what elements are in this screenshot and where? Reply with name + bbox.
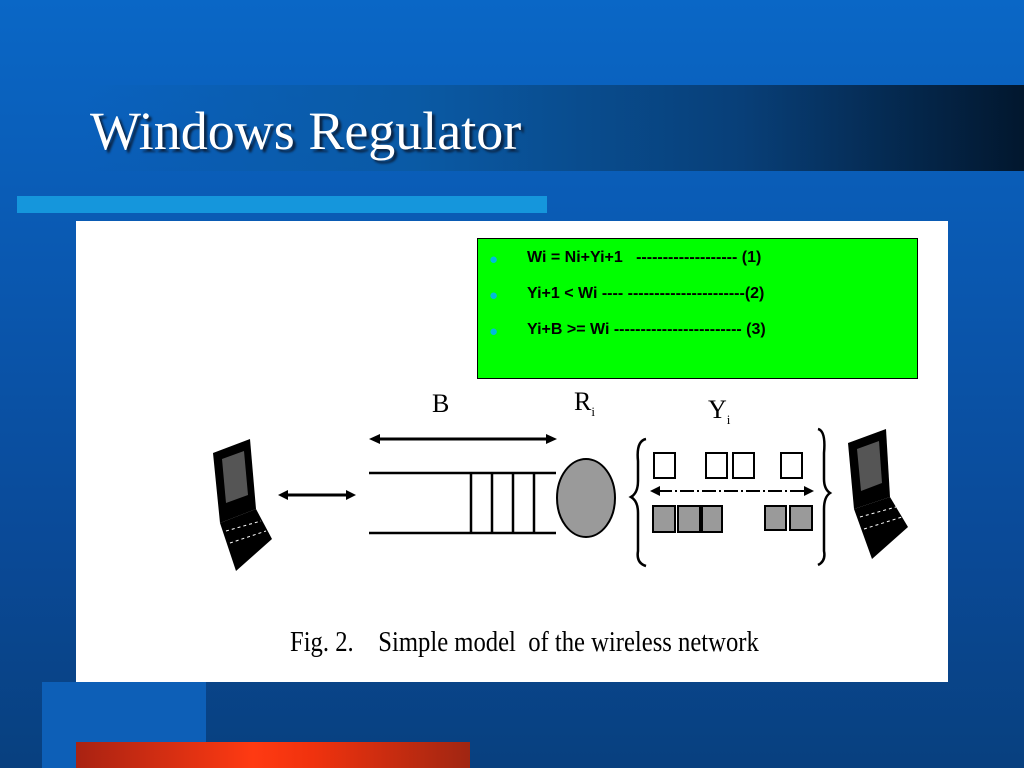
window-label-letter: Y [708,395,727,424]
laptop-sender-icon [213,439,272,571]
bullet-icon: ● [489,251,499,268]
window-label-subscript: i [726,412,731,428]
window-label: Yi [708,395,730,428]
formula-item: ● Yi+1 < Wi ---- ----------------------(2… [478,284,917,304]
formula-box: ● Wi = Ni+Yi+1 ------------------- (1) ● Y… [477,238,918,379]
title-band [84,85,1024,171]
window-brackets [628,427,833,568]
packets-top-row [653,452,803,479]
bottom-accent-bar [76,742,470,768]
bullet-icon: ● [489,323,499,340]
formula-list: ● Wi = Ni+Yi+1 ------------------- (1) ● Y… [478,248,917,340]
network-diagram [213,427,908,571]
router-label: Ri [574,387,595,420]
slide-title: Windows Regulator [90,101,522,161]
buffer-queue [369,471,556,535]
bullet-icon: ● [489,287,499,304]
window-dashed-arrow [650,486,814,496]
buffer-label: B [432,389,450,418]
formula-text: Yi+1 < Wi ---- ----------------------(2) [527,285,765,302]
formula-item: ● Wi = Ni+Yi+1 ------------------- (1) [478,248,917,268]
formula-text: Yi+B >= Wi ------------------------ (3) [527,321,766,338]
formula-item: ● Yi+B >= Wi ------------------------ (3) [478,320,917,340]
laptop-receiver-icon [848,429,908,559]
figure-caption: Fig. 2. Simple model of the wireless net… [290,627,759,658]
packets-bottom-row [652,505,813,533]
router-label-letter: R [574,387,592,416]
link-arrow [278,490,356,500]
formula-text: Wi = Ni+Yi+1 ------------------- (1) [527,249,762,266]
accent-bar [17,196,547,213]
figure-panel: B Ri Yi ● Wi = Ni+Yi+1 ------------------… [76,221,948,682]
buffer-span-arrow [369,434,557,444]
router-node [556,458,616,538]
router-label-subscript: i [591,404,595,420]
